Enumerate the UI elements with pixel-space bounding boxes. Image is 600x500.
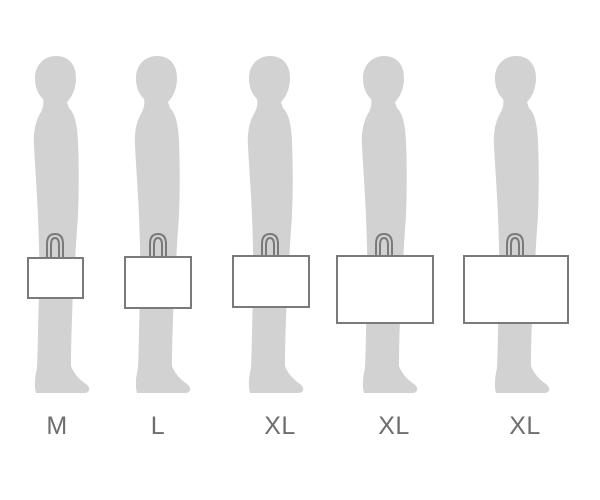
bag-handle-inner bbox=[50, 236, 60, 259]
tote-bag-icon bbox=[124, 256, 192, 309]
figure-m bbox=[27, 56, 90, 393]
person-silhouette-icon bbox=[361, 56, 418, 393]
figure-l bbox=[124, 56, 192, 393]
bag-handle bbox=[375, 232, 393, 257]
person-silhouette-icon bbox=[134, 56, 191, 393]
size-label-xl-1: XL bbox=[264, 412, 296, 440]
bag-handle bbox=[46, 232, 64, 259]
bag-handle-inner bbox=[379, 236, 389, 257]
bag-handle bbox=[149, 232, 167, 258]
tote-bag-icon bbox=[463, 255, 569, 324]
person-silhouette-icon bbox=[247, 56, 304, 393]
figure-xl-3 bbox=[463, 56, 569, 393]
size-label-l: L bbox=[150, 412, 166, 440]
tote-bag-icon bbox=[232, 255, 310, 308]
size-label-xl-3: XL bbox=[509, 412, 541, 440]
figure-xl-1 bbox=[232, 56, 310, 393]
size-label-xl-2: XL bbox=[378, 412, 410, 440]
tote-bag-icon bbox=[336, 255, 434, 324]
bag-handle-inner bbox=[510, 236, 520, 257]
bag-handle bbox=[506, 232, 524, 257]
figure-xl-2 bbox=[336, 56, 434, 393]
person-silhouette-icon bbox=[33, 56, 90, 393]
tote-bag-icon bbox=[27, 257, 84, 299]
person-silhouette-icon bbox=[493, 56, 550, 393]
bag-handle-inner bbox=[265, 236, 275, 257]
bag-handle bbox=[261, 232, 279, 257]
bag-handle-inner bbox=[153, 236, 163, 258]
size-label-m: M bbox=[46, 412, 68, 440]
